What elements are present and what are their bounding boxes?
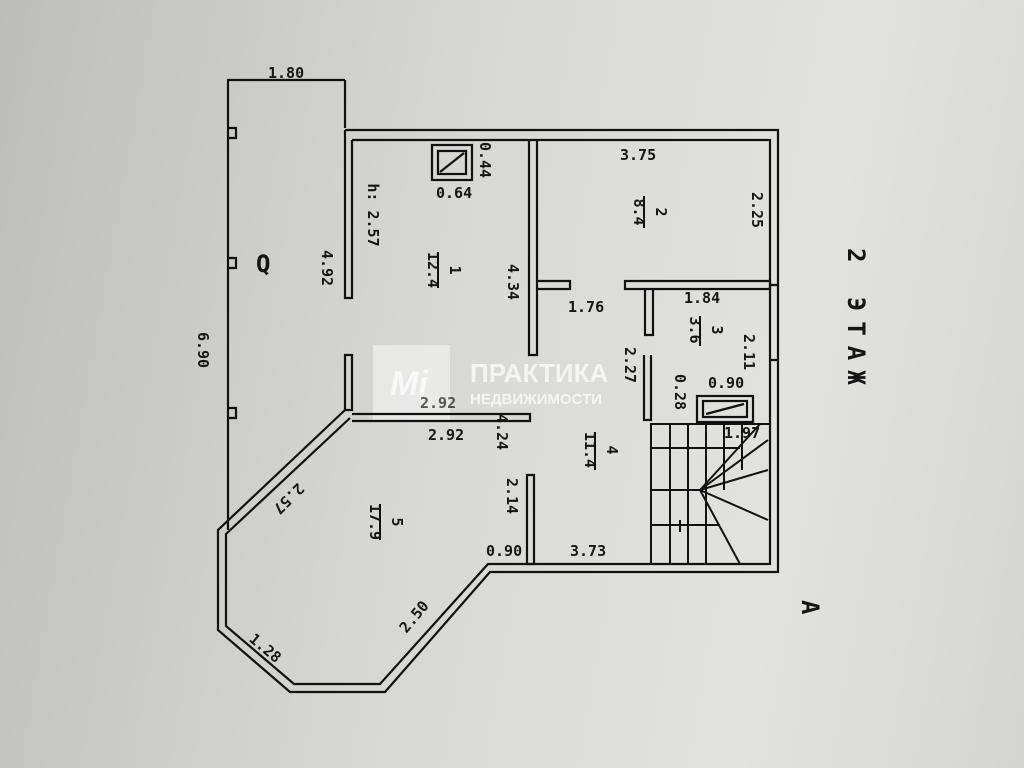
dim-r1-side: 4.34 <box>504 264 522 300</box>
dim-r3-side: 2.11 <box>740 334 758 370</box>
entrance-mark: A <box>796 600 824 615</box>
room-2-number: 2 <box>652 207 670 216</box>
room-1-number: 1 <box>446 265 464 274</box>
watermark-line2: НЕДВИЖИМОСТИ <box>470 391 602 408</box>
room-5-label: 5 17.9 <box>366 504 406 540</box>
dim-r5-diag-top: 2.57 <box>269 479 307 517</box>
dim-hall-gap: 1.76 <box>568 298 604 316</box>
room-4-area: 11.4 <box>581 432 599 468</box>
balcony-mark: Q <box>256 250 270 278</box>
staircase <box>650 423 771 565</box>
dim-vent2-width: 0.90 <box>708 374 744 392</box>
room-5-area: 17.9 <box>366 504 384 540</box>
dim-r2-top: 3.75 <box>620 146 656 164</box>
dim-r3-left: 2.27 <box>621 347 639 383</box>
dim-stairs: 1.97 <box>724 424 760 442</box>
balcony-depth: 4.92 <box>318 250 336 286</box>
watermark-line1: ПРАКТИКА <box>470 358 608 388</box>
floor-title: 2 ЭТАЖ <box>842 248 870 395</box>
dim-vent-a: 0.44 <box>476 142 494 178</box>
vent-shaft-2 <box>695 394 755 424</box>
interior-walls <box>352 140 772 566</box>
room-3-number: 3 <box>708 325 726 334</box>
dim-r5-top: 2.92 <box>428 426 464 444</box>
dim-r5-step: 0.90 <box>486 542 522 560</box>
room-2-area: 8.4 <box>630 198 648 225</box>
dim-r4-wall: 2.14 <box>503 478 521 514</box>
room-5-number: 5 <box>388 517 406 526</box>
dim-r5-bottom-corner: 1.28 <box>246 630 285 667</box>
balcony-outline <box>226 78 347 530</box>
room-3-label: 3 3.6 <box>686 316 726 346</box>
dim-r4-side: 4.24 <box>493 414 511 450</box>
room-4-label: 4 11.4 <box>581 432 621 470</box>
dim-r3-top: 1.84 <box>684 289 720 307</box>
watermark-logo-text: Mi <box>390 365 429 403</box>
dim-r2-side: 2.25 <box>748 192 766 228</box>
dim-vent-b: 0.64 <box>436 184 472 202</box>
balcony-width: 1.80 <box>268 64 304 82</box>
exterior-walls <box>216 128 780 694</box>
balcony-length: 6.90 <box>194 332 212 368</box>
dim-r5-top-faded: 2.92 <box>420 394 456 412</box>
watermark-logo <box>373 345 450 420</box>
vent-shaft-1 <box>430 143 474 182</box>
room-1-label: 1 12.4 <box>424 252 464 288</box>
dim-r4-bottom: 3.73 <box>570 542 606 560</box>
room-3-area: 3.6 <box>686 316 704 343</box>
watermark: Mi ПРАКТИКА НЕДВИЖИМОСТИ <box>373 345 608 420</box>
ceiling-height: h: 2.57 <box>364 183 382 246</box>
dim-vent2-depth: 0.28 <box>671 374 689 410</box>
room-4-number: 4 <box>603 445 621 454</box>
room-1-area: 12.4 <box>424 252 442 288</box>
room-2-label: 2 8.4 <box>630 196 670 228</box>
